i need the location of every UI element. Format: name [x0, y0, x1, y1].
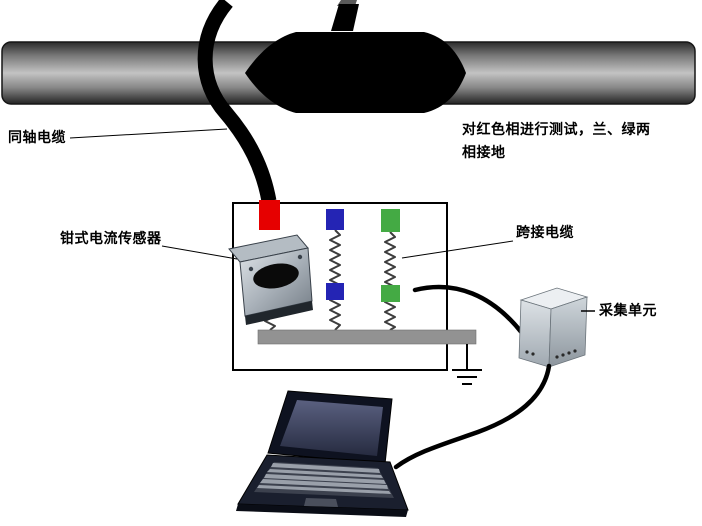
laptop: [236, 390, 409, 517]
green-phase-terminal: [381, 209, 400, 232]
acquisition-front-face: [518, 299, 552, 368]
keyboard-key-row: [257, 485, 391, 494]
blue-phase-terminal: [326, 209, 344, 230]
coaxial-cable-line: [197, 0, 277, 203]
laptop-screen: [280, 400, 383, 456]
clamp-screw-2: [297, 254, 303, 260]
acquisition-unit-label: 采集单元: [599, 302, 657, 318]
coaxial-cable-label: 同轴电缆: [8, 129, 66, 145]
clamp-current-sensor: [228, 234, 313, 325]
jumper-label-leader-line: [401, 240, 514, 259]
ground-busbar: [257, 329, 477, 345]
acquisition-to-laptop-cable: [393, 363, 552, 470]
clamp-label-leader-line: [161, 245, 238, 260]
green-phase-coil: [384, 231, 396, 331]
cable-joint: [245, 32, 466, 113]
clamp-sensor-label: 钳式电流传感器: [60, 230, 162, 246]
acquisition-connector-dots: [525, 349, 577, 359]
keyboard-key-row: [267, 469, 383, 478]
blue-phase-block: [326, 283, 344, 300]
clamp-base: [245, 301, 313, 325]
joint-stub: [331, 4, 359, 31]
jumper-cable-label: 跨接电缆: [516, 224, 574, 240]
laptop-touchpad: [304, 498, 338, 507]
green-phase-block: [381, 285, 400, 302]
ground-symbol: [452, 344, 482, 385]
laptop-front-edge: [236, 504, 408, 517]
keyboard-key-row: [260, 479, 388, 489]
test-note-line-2: 相接地: [462, 144, 506, 160]
acquisition-unit: [518, 287, 589, 368]
laptop-keyboard-keys: [257, 463, 391, 494]
blue-phase-coil: [329, 229, 341, 331]
leader-lines: [69, 128, 595, 312]
test-note-line-1: 对红色相进行测试，兰、绿两: [462, 121, 651, 137]
clamp-aperture: [253, 263, 299, 289]
red-phase-terminal: [259, 200, 280, 230]
sensor-to-acquisition-cable: [412, 284, 525, 336]
coax-label-leader-line: [69, 128, 228, 139]
clamp-screw-1: [248, 266, 254, 272]
acquisition-side-face: [548, 296, 588, 368]
test-note-label: 对红色相进行测试，兰、绿两 相接地: [462, 118, 702, 164]
keyboard-key-row: [264, 474, 386, 484]
keyboard-key-row: [271, 463, 380, 473]
